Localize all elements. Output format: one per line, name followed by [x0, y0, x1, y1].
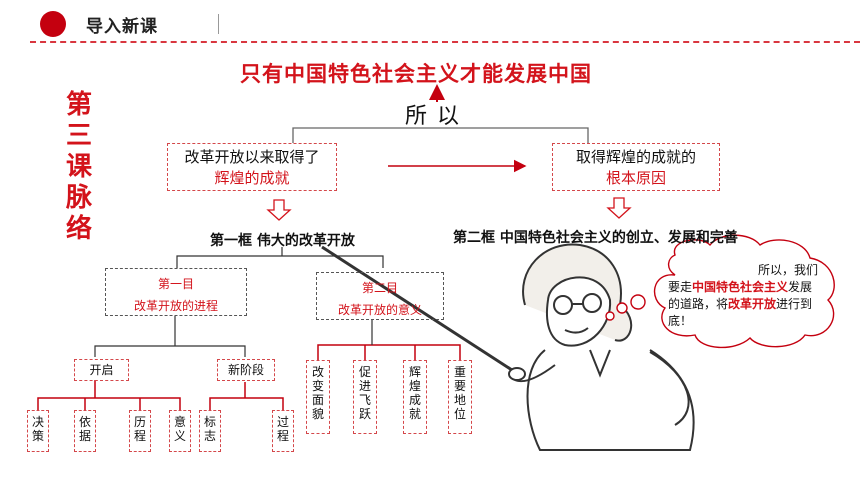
section-two-label: 第二目 [361, 281, 398, 295]
root-cause-box: 取得辉煌的成就的 根本原因 [552, 143, 720, 191]
down-arrow-left [266, 199, 292, 221]
leaf-significance: 意义 [169, 410, 191, 452]
section-one-box: 第一目 改革开放的进程 [105, 268, 247, 316]
title-char: 络 [65, 214, 92, 244]
frame-one-label: 第一框 伟大的改革开放 [210, 233, 355, 249]
page-title: 导入新课 [86, 17, 158, 37]
lesson-outline-title: 第 三 课 脉 络 [62, 90, 96, 245]
leaf-important-status: 重要地位 [448, 360, 472, 434]
leaf-change-appearance: 改变面貌 [306, 360, 330, 434]
conclusion-heading: 只有中国特色社会主义才能发展中国 [240, 62, 592, 86]
root-cause-line1: 取得辉煌的成就的 [575, 148, 696, 166]
node-start: 开启 [74, 359, 129, 381]
thought-bubble [605, 234, 835, 349]
leaf-promote-leap: 促进飞跃 [353, 360, 377, 434]
down-arrow-right [606, 197, 632, 219]
section-one-label: 第一目 [157, 277, 194, 291]
bubble-body: 要走中国特色社会主义发展的道路，将改革开放进行到底！ [668, 280, 813, 328]
header-divider [218, 14, 219, 34]
achievement-line2: 辉煌的成就 [214, 169, 290, 187]
leaf-history: 历程 [129, 410, 151, 452]
header-dashed-rule [30, 41, 860, 43]
leaf-decision: 决策 [27, 410, 49, 452]
frame-two-label: 第二框 中国特色社会主义的创立、发展和完善 [453, 230, 738, 246]
achievement-line1: 改革开放以来取得了 [184, 148, 320, 166]
title-char: 第 [65, 90, 92, 120]
achievement-box: 改革开放以来取得了 辉煌的成就 [167, 143, 337, 191]
section-two-title: 改革开放的意义 [337, 303, 422, 317]
leaf-brilliant-achievement: 辉煌成就 [403, 360, 427, 434]
section-one-title: 改革开放的进程 [133, 299, 218, 313]
top-bracket [292, 127, 589, 143]
root-cause-line2: 根本原因 [605, 169, 666, 187]
header-bullet [40, 11, 66, 37]
section-two-box: 第二目 改革开放的意义 [316, 272, 444, 320]
node-new-stage: 新阶段 [217, 359, 275, 381]
bubble-text: 所以，我们 要走中国特色社会主义发展的道路，将改革开放进行到底！ [668, 262, 818, 330]
connector-word: 所以 [405, 104, 470, 129]
leaf-marker: 标志 [199, 410, 221, 452]
title-char: 课 [65, 152, 92, 182]
title-char: 脉 [65, 183, 92, 213]
leaf-basis: 依据 [74, 410, 96, 452]
leaf-process: 过程 [272, 410, 294, 452]
title-char: 三 [65, 121, 92, 151]
bubble-line1: 所以，我们 [757, 263, 818, 277]
teacher-illustration [321, 243, 695, 451]
